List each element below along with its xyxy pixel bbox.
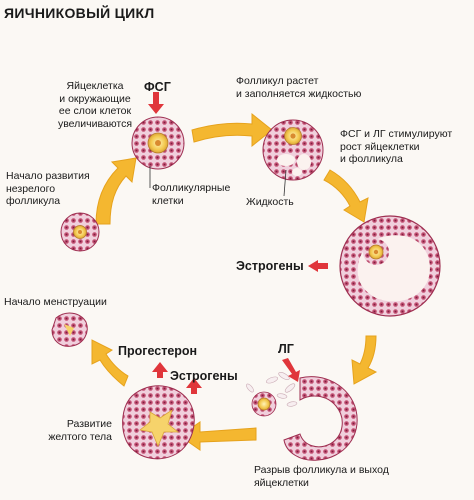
estrogen-arrow-1 [308,260,328,272]
hormone-arrows [148,92,328,394]
corpus-luteum [122,385,195,460]
mature-follicle [339,215,441,317]
label-progesterone: Прогестерон [118,344,198,358]
label-corpus-luteum: Развитие желтого тела [48,418,112,443]
label-lh: ЛГ [278,342,294,356]
label-estrogens-1: Эстрогены [236,259,304,273]
ruptured-follicle [246,372,358,461]
arrow-immature-to-oocyte [95,157,137,225]
label-menstruation: Начало менструации [4,296,107,308]
immature-follicle [60,212,100,252]
degenerating-corpus [51,312,88,347]
fsh-arrow [148,92,164,114]
primary-follicle [131,116,185,170]
label-estrogens-2: Эстрогены [170,369,238,383]
progesterone-arrow [152,362,168,378]
arrow-big-to-rupture [351,335,378,385]
label-fsh-lh: ФСГ и ЛГ стимулируют рост яйцеклетки и ф… [340,128,453,165]
diagram-title: ЯИЧНИКОВЫЙ ЦИКЛ [4,5,155,21]
arrow-grows-to-big [323,169,369,223]
label-follicular-cells: Фолликулярные клетки [152,182,231,207]
label-rupture: Разрыв фолликула и выход яйцеклетки [254,464,389,489]
label-fluid: Жидкость [246,196,294,208]
antral-follicle [262,119,324,181]
label-follicle-grows: Фолликул растет и заполняется жидкостью [236,75,362,100]
leader-lines [149,166,287,197]
arrow-rupture-to-corpus [179,421,257,451]
arrow-corpus-to-menses [91,339,129,387]
estrogen-arrow-2 [186,378,202,394]
label-immature: Начало развития незрелого фолликула [6,170,90,207]
lh-arrow [282,358,300,382]
label-fsh: ФСГ [144,80,171,94]
arrow-oocyte-to-grows [191,112,273,148]
label-oocyte: Яйцеклетка и окружающие ее слои клеток у… [57,80,133,130]
cycle-arrows [91,112,378,451]
